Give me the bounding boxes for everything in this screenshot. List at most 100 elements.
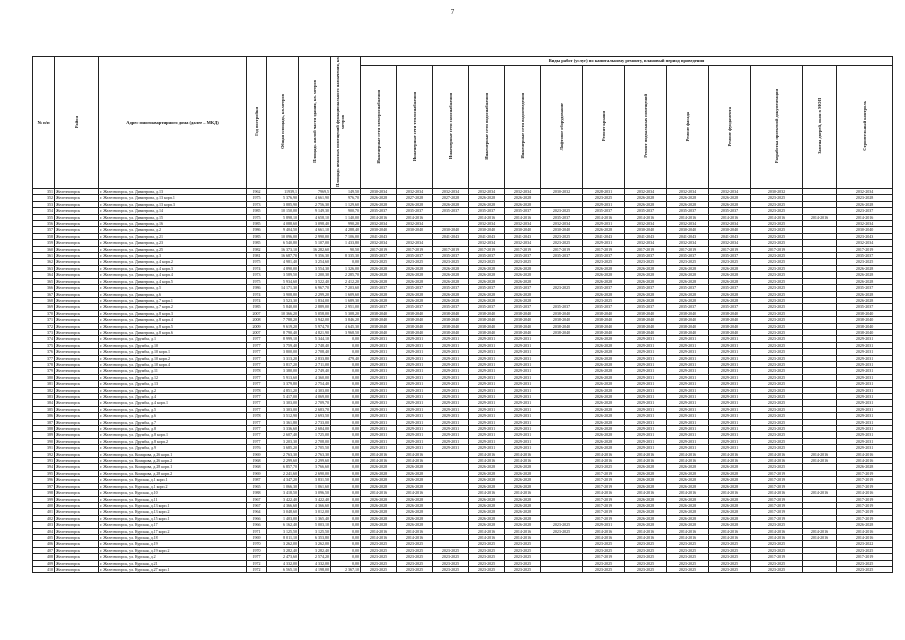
cell-work-period: 2014-2016	[835, 527, 894, 535]
cell-work-period: 2029-2031	[835, 360, 894, 369]
header-work-3: Инженерные сети водоснабжения	[468, 65, 505, 189]
cell-work-period: 2029-2031	[835, 418, 894, 427]
cell-work-period: 2023-2025	[582, 565, 625, 574]
cell-work-period: 2029-2031	[835, 386, 894, 395]
header-work-1: Инженерные сети теплоснабжения	[396, 65, 433, 189]
cell-work-period: 2032-2034	[835, 187, 894, 196]
header-work-8: Ремонт фасада	[666, 65, 709, 189]
capital-repair-table: № п/п Район Адрес многоквартирного дома …	[32, 56, 894, 574]
header-address: Адрес многоквартирного дома (далее – МКД…	[98, 56, 247, 189]
cell-district: Железногорск	[54, 565, 99, 574]
cell-work-period: 2023-2025	[432, 565, 469, 574]
cell-work-period: 2026-2028	[835, 521, 894, 529]
header-work-9: Ремонт фундамента	[708, 65, 751, 189]
cell-total-area: 6 565,10	[266, 565, 299, 574]
cell-work-period: 2017-2019	[835, 495, 894, 503]
cell-work-period: 2029-2031	[835, 341, 894, 350]
cell-work-period: 2029-2031	[835, 354, 894, 363]
cell-work-period: 2029-2031	[835, 444, 894, 452]
cell-work-period: 2029-2031	[835, 392, 894, 401]
header-total-area: Общая площадь, кв.метров	[266, 56, 299, 189]
cell-work-period: 2023-2025	[835, 546, 894, 555]
cell-work-period: 2023-2025	[504, 565, 541, 574]
header-district: Район	[54, 56, 99, 189]
cell-work-period: 2023-2037	[835, 207, 894, 215]
cell-work-period: 2023-2043	[835, 232, 894, 241]
cell-work-period	[802, 565, 837, 574]
cell-work-period: 2029-2031	[835, 367, 894, 375]
cell-work-period: 2029-2031	[835, 431, 894, 439]
cell-work-period: 2023-2025	[750, 565, 803, 574]
cell-work-period: 2017-2019	[835, 514, 894, 523]
cell-work-period: 2026-2028	[835, 277, 894, 286]
cell-work-period: 2023-2025	[396, 565, 433, 574]
cell-work-period: 2023-2028	[835, 194, 894, 202]
cell-work-period: 2035-2037	[835, 303, 894, 311]
page-number: 7	[450, 8, 455, 16]
cell-work-period: 2017-2019	[835, 476, 894, 484]
cell-work-period: 2029-2031	[835, 373, 894, 382]
cell-work-period: 2032-2034	[835, 239, 894, 247]
cell-work-period: 2038-2040	[835, 309, 894, 318]
cell-work-period: 2026-2028	[835, 290, 894, 298]
header-no: № п/п	[32, 56, 55, 189]
cell-year: 1972	[246, 565, 267, 574]
header-work-10: Разработка проектной документации	[750, 65, 803, 189]
cell-work-period: 2029-2031	[835, 348, 894, 356]
cell-address: г. Железногорск, ул. Курская, д.27 корп.…	[98, 565, 247, 574]
header-work-7: Ремонт подвальных помещений	[624, 65, 667, 189]
header-living-area: Площадь жилой части здания, кв. метров	[298, 56, 331, 189]
header-work-2: Инженерные сети газоснабжения	[432, 65, 469, 189]
cell-work-period: 2026-2028	[835, 264, 894, 273]
header-nonliving-area: Площадь нежилых помещений функциональног…	[330, 56, 361, 189]
header-work-4: Инженерные сети водоотведения	[504, 65, 541, 189]
cell-work-period: 2017-2019	[835, 508, 894, 516]
cell-work-period: 2017-2019	[835, 245, 894, 254]
cell-work-period: 2014-2016	[835, 533, 894, 542]
cell-no: 410	[32, 565, 55, 574]
cell-work-period: 2026-2028	[835, 271, 894, 279]
cell-work-period: 2029-2031	[835, 437, 894, 446]
header-work-5: Лифтовое оборудование	[540, 65, 583, 189]
cell-work-period: 2017-2019	[835, 482, 894, 491]
cell-work-period: 2029-2031	[835, 380, 894, 388]
